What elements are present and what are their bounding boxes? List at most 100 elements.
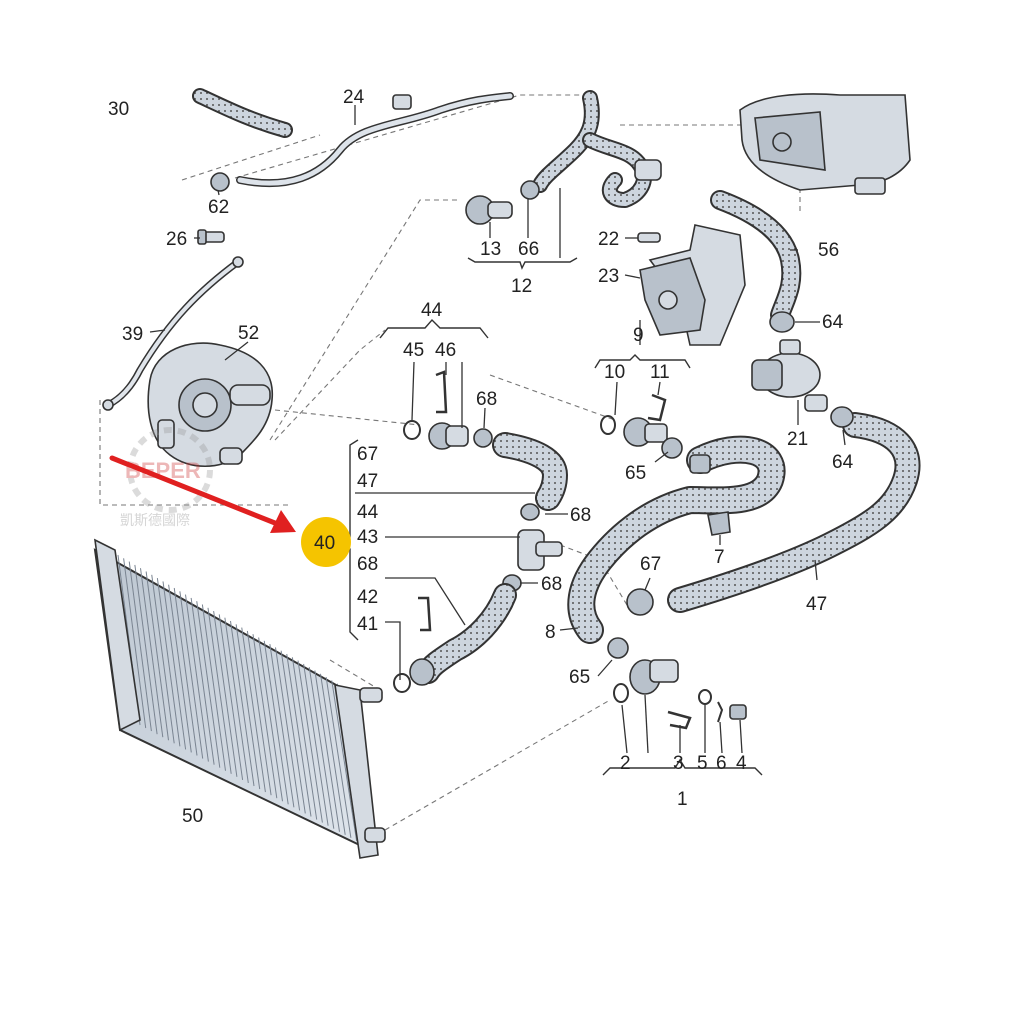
radiator-fin	[156, 578, 181, 747]
oring-41	[393, 673, 411, 693]
leader-lines	[149, 105, 846, 776]
hose-47	[667, 406, 921, 613]
highlight-callout-40: 40	[301, 517, 351, 567]
radiator-fin	[173, 587, 198, 756]
hose-12	[532, 90, 662, 208]
hose-39	[102, 256, 244, 411]
callout-24: 24	[343, 87, 365, 108]
radiator-fin	[162, 581, 187, 750]
hose-56	[710, 190, 802, 325]
oring-45	[403, 420, 421, 440]
callout-12: 12	[511, 276, 532, 297]
callout-52: 52	[238, 323, 259, 344]
bolt-26	[197, 229, 225, 245]
callout-30: 30	[108, 99, 129, 120]
callout-65: 65	[625, 463, 646, 484]
radiator-fin	[263, 640, 289, 805]
callout-2: 2	[620, 753, 631, 774]
callout-47-right: 47	[806, 594, 827, 615]
electric-pump-21	[751, 339, 828, 412]
oring-10	[600, 415, 616, 435]
radiator-fin	[140, 568, 164, 738]
callout-62: 62	[208, 197, 229, 218]
callout-23: 23	[598, 266, 619, 287]
callout-67: 67	[357, 444, 378, 465]
callout-47: 47	[357, 471, 378, 492]
callout-41: 41	[357, 614, 378, 635]
callout-43: 43	[357, 527, 378, 548]
bracket-23	[639, 224, 746, 346]
callout-40: 40	[314, 533, 335, 554]
radiator-fin	[235, 624, 261, 790]
radiator-fin	[196, 601, 221, 768]
hose-8	[567, 435, 786, 644]
callout-46: 46	[435, 340, 456, 361]
hose-47-center	[492, 432, 568, 511]
radiator-fin	[269, 644, 295, 808]
radiator-fin	[230, 620, 255, 787]
callout-5: 5	[697, 753, 708, 774]
callout-67-right: 67	[640, 554, 661, 575]
radiator-fin	[252, 634, 278, 799]
callout-1: 1	[677, 789, 688, 810]
callout-64: 64	[822, 312, 844, 333]
callout-65-lower: 65	[569, 667, 590, 688]
radiator-fin	[286, 653, 312, 817]
callout-39: 39	[122, 324, 143, 345]
clip-3	[667, 710, 692, 730]
radiator-50	[93, 538, 386, 859]
callout-13: 13	[480, 239, 501, 260]
radiator-fin	[213, 611, 238, 777]
radiator-fin	[207, 607, 232, 774]
callout-6: 6	[716, 753, 727, 774]
radiator-fin	[145, 571, 169, 741]
radiator-fin	[258, 637, 283, 802]
clip-42	[418, 596, 432, 632]
callout-68-lower: 68	[541, 574, 562, 595]
tee-43	[517, 529, 563, 571]
callout-7: 7	[714, 547, 725, 568]
clamp-66	[520, 180, 540, 200]
radiator-fin	[325, 677, 352, 838]
radiator-fin	[297, 660, 323, 823]
connector-13	[465, 195, 513, 225]
radiator-fin	[320, 673, 346, 835]
connector-41	[409, 658, 435, 686]
pointer-arrow	[109, 455, 296, 533]
callout-9: 9	[633, 325, 644, 346]
clip-46	[435, 370, 448, 414]
callout-21: 21	[787, 429, 808, 450]
clamp-67	[626, 588, 654, 616]
clip-6	[717, 701, 724, 723]
radiator-fin	[291, 657, 318, 820]
callout-42: 42	[357, 587, 378, 608]
callout-8: 8	[545, 622, 556, 643]
radiator-fin	[185, 594, 209, 762]
clamp-64-top	[769, 311, 795, 333]
water-pump-52	[147, 342, 274, 467]
clip-7	[707, 511, 731, 536]
bolt-62	[210, 172, 230, 192]
callout-44: 44	[421, 300, 443, 321]
clamp-68-mid	[520, 503, 540, 521]
clip-11	[647, 393, 667, 422]
connector-1	[629, 659, 679, 695]
clamp-68-top	[473, 428, 493, 448]
radiator-fin	[275, 647, 301, 811]
radiator-fin	[201, 604, 226, 771]
coolant-pipe-24	[192, 88, 514, 188]
radiator-fin	[224, 617, 249, 784]
radiator-fin	[151, 574, 175, 744]
callout-50: 50	[182, 806, 203, 827]
watermark-text: 凱斯德國際	[120, 513, 190, 529]
radiator-fin	[241, 627, 266, 793]
bolt-22	[637, 232, 661, 243]
callout-44-list: 44	[357, 502, 379, 523]
radiator-fin	[128, 561, 152, 732]
callout-11: 11	[650, 362, 670, 383]
callout-45: 45	[403, 340, 424, 361]
clamp-64-bottom	[689, 454, 711, 474]
radiator-fin	[123, 558, 147, 729]
radiator-fin	[314, 670, 340, 832]
radiator-fin	[168, 584, 192, 753]
